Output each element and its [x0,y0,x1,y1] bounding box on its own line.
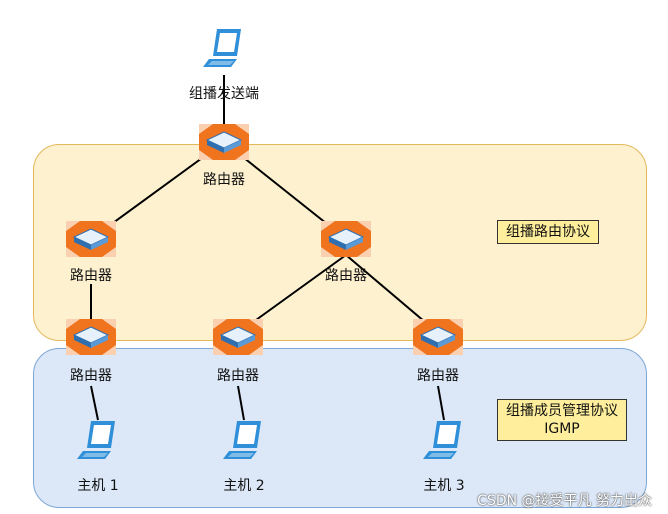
router-mid-left [66,221,116,257]
router-icon [199,124,249,160]
host-1-computer [77,418,121,462]
router-icon [66,221,116,257]
router-mid-right [321,221,371,257]
router-edge-2-label: 路由器 [217,368,259,384]
router-mid-right-label: 路由器 [325,268,367,284]
watermark: CSDN @接受平凡 努力出众 [477,493,652,509]
membership-protocol-text: 组播成员管理协议 [506,403,618,419]
computer-icon [423,421,461,459]
router-edge-2 [213,319,263,355]
link-router-host3 [437,385,445,421]
computer-icon [77,421,115,459]
routing-protocol-box: 组播路由协议 [497,220,599,244]
router-mid-left-label: 路由器 [70,268,112,284]
routing-protocol-text: 组播路由协议 [506,224,590,240]
computer-icon [223,421,261,459]
router-icon [213,319,263,355]
host-3-label: 主机 3 [423,478,465,494]
host-1-label: 主机 1 [77,478,119,494]
host-3-computer [423,418,467,462]
sender-label: 组播发送端 [189,86,259,102]
router-edge-1-label: 路由器 [70,368,112,384]
router-edge-1 [66,319,116,355]
router-top-label: 路由器 [203,172,245,188]
link-router-host1 [90,385,99,421]
router-icon [321,221,371,257]
computer-icon [203,29,241,67]
router-top [199,124,249,160]
router-edge-3 [413,319,463,355]
router-icon [413,319,463,355]
host-2-computer [223,418,267,462]
membership-protocol-box: 组播成员管理协议 IGMP [497,399,627,441]
membership-protocol-acronym: IGMP [544,421,580,437]
router-icon [66,319,116,355]
host-2-label: 主机 2 [223,478,265,494]
router-edge-3-label: 路由器 [417,368,459,384]
link-router-host2 [237,385,245,421]
sender-computer [203,26,247,70]
